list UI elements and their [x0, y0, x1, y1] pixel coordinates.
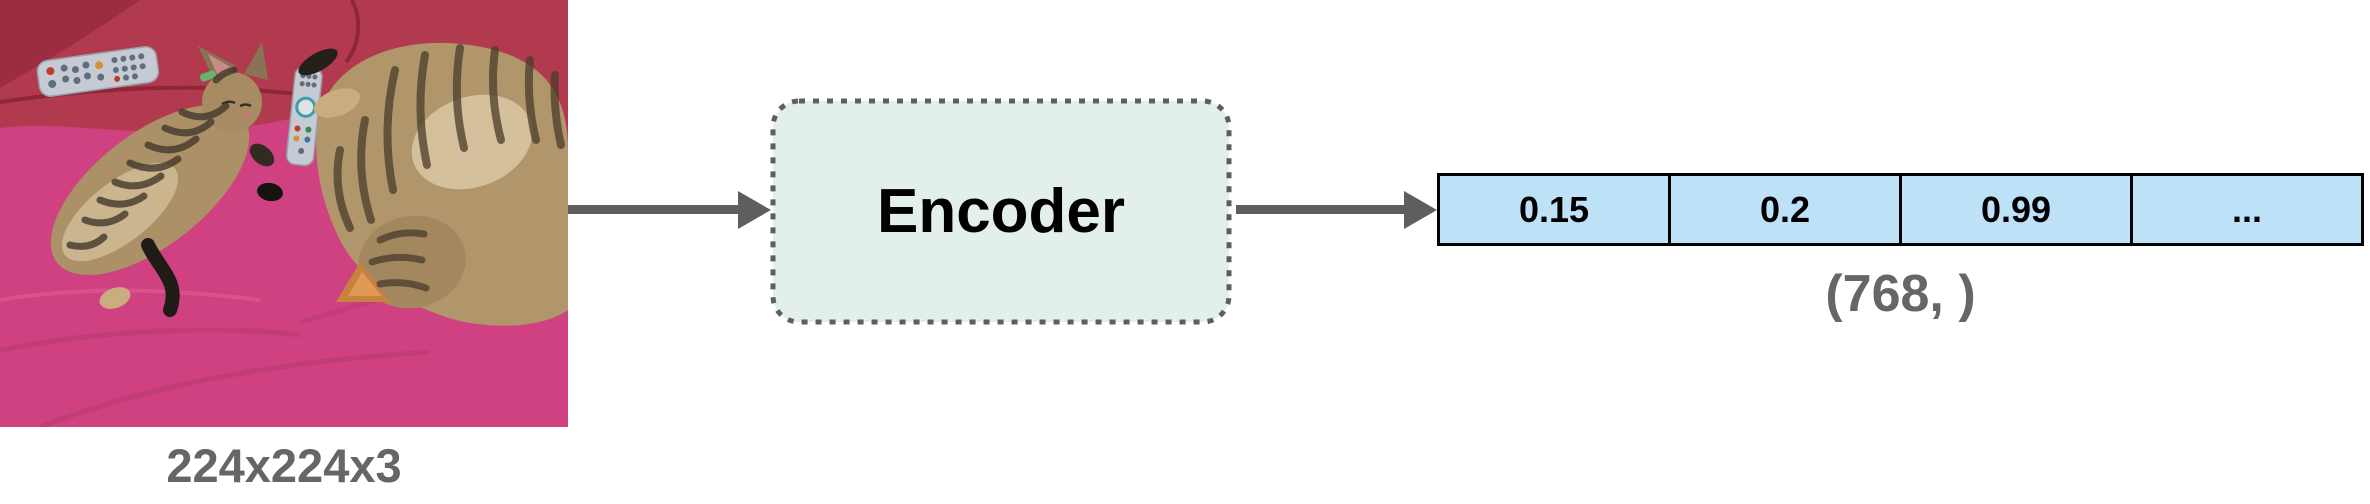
arrow-head-icon — [738, 191, 771, 229]
embedding-shape-label: (768, ) — [1825, 265, 1976, 323]
cats-photo-illustration — [0, 0, 568, 427]
arrow-shaft — [568, 205, 740, 214]
encoder-box: Encoder — [770, 98, 1232, 325]
kitten-left — [50, 42, 283, 317]
encoder-label: Encoder — [876, 177, 1126, 246]
cat-right — [298, 42, 568, 326]
arrow-shaft — [1236, 205, 1406, 214]
embedding-cell-2: 0.2 — [1668, 176, 1899, 243]
arrow-head-icon — [1404, 191, 1437, 229]
embedding-cell-ellipsis: ... — [2130, 176, 2361, 243]
embedding-cell-3: 0.99 — [1899, 176, 2130, 243]
encoder-dotted-border — [770, 98, 1232, 325]
embedding-vector: 0.15 0.2 0.99 ... — [1437, 173, 2364, 246]
input-image-label: 224x224x3 — [166, 439, 402, 492]
input-image — [0, 0, 568, 427]
remote-control-left — [36, 45, 160, 97]
embedding-cell-1: 0.15 — [1440, 176, 1668, 243]
